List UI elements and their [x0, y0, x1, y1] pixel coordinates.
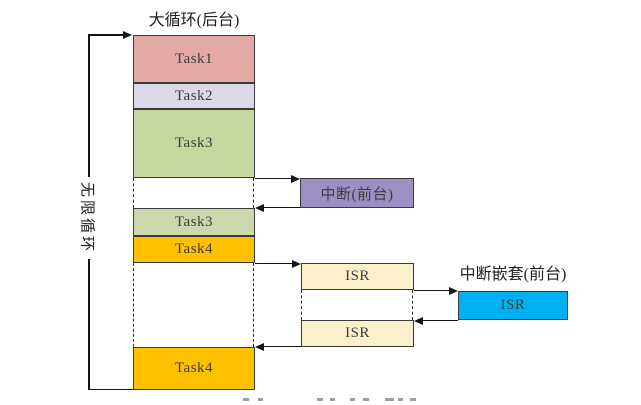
caption-fragment [317, 398, 323, 401]
task3-resumed-box: Task3 [133, 208, 255, 236]
interrupt-entry-arrowhead-icon [291, 174, 300, 183]
column-dash-left-1 [133, 178, 134, 208]
infinite-loop-label: 无限循环 [77, 176, 99, 260]
caption-fragment [385, 398, 394, 401]
caption-fragment [398, 398, 403, 401]
isr-return-arrowhead-icon [255, 342, 264, 351]
caption-fragment [258, 398, 263, 401]
isr-return-line [263, 345, 301, 347]
isr-nested-box: ISR [458, 291, 568, 320]
isr-entry-line [255, 262, 293, 264]
task3-box: Task3 [133, 109, 255, 178]
task1-box: Task1 [133, 35, 255, 83]
nested-interrupt-title: 中断嵌套(前台) [459, 266, 567, 283]
loop-top-line [88, 34, 124, 36]
interrupt-return-arrowhead-icon [255, 203, 264, 212]
task4-resumed-box: Task4 [133, 347, 255, 390]
loop-arrowhead-icon [123, 31, 132, 39]
isr-dash-left [301, 290, 302, 320]
interrupt-entry-line [255, 177, 292, 179]
caption-fragment [363, 398, 369, 401]
isr-first-box: ISR [301, 263, 414, 290]
column-dash-right-2 [253, 263, 254, 347]
column-dash-right-1 [253, 178, 254, 208]
isr-dash-right [412, 290, 413, 320]
caption-fragment [410, 398, 416, 401]
interrupt-foreground-box: 中断(前台) [300, 178, 414, 208]
caption-fragment [243, 398, 249, 401]
nested-entry-arrowhead-icon [449, 286, 458, 295]
loop-bottom-line [88, 388, 134, 390]
isr-entry-arrowhead-icon [292, 259, 301, 268]
nested-return-arrowhead-icon [414, 316, 423, 325]
big-loop-title: 大循环(后台) [148, 12, 240, 29]
interrupt-return-line [263, 206, 300, 208]
task2-box: Task2 [133, 83, 255, 109]
caption-fragment [330, 398, 335, 401]
isr-second-box: ISR [301, 320, 414, 347]
task4-box: Task4 [133, 236, 255, 263]
nested-return-line [422, 319, 458, 321]
caption-fragment [350, 398, 355, 401]
nested-entry-line [414, 289, 450, 291]
column-dash-left-2 [133, 263, 134, 347]
